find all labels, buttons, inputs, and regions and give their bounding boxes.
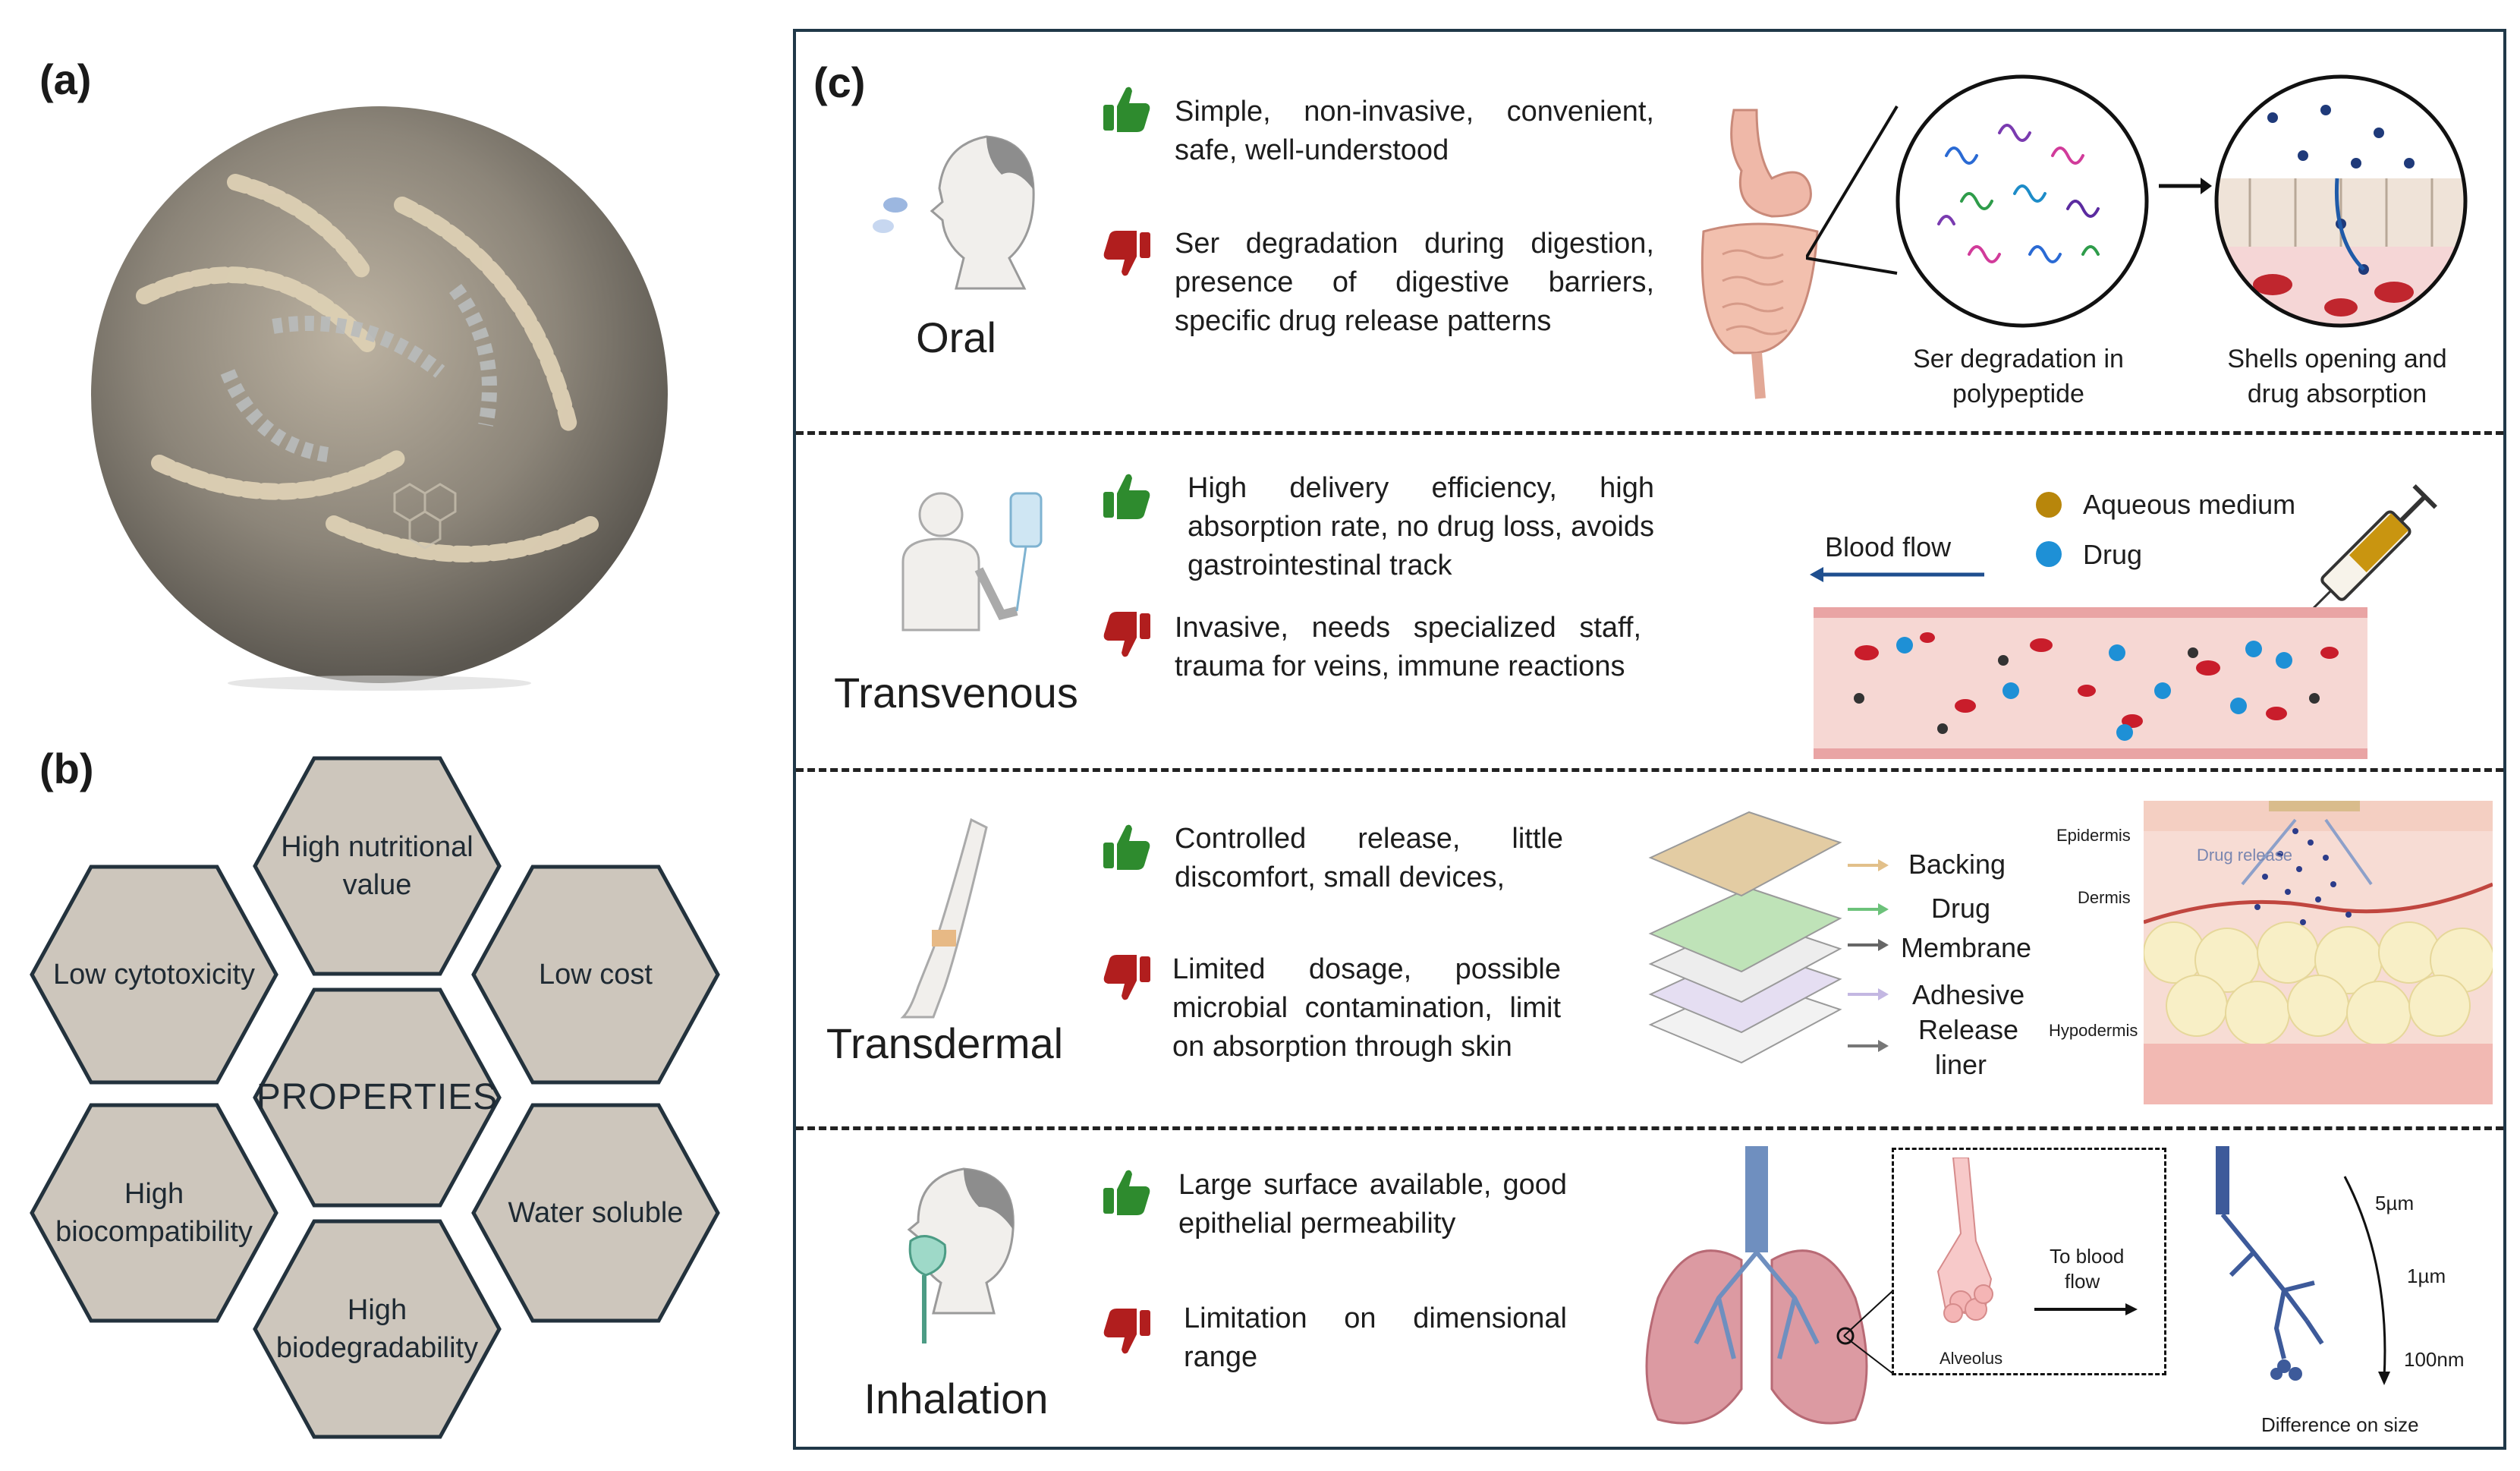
bronchi-size-illustration bbox=[2201, 1146, 2337, 1400]
arrow-icon bbox=[2159, 178, 2212, 194]
hex-properties-center: PROPERTIES bbox=[252, 987, 502, 1208]
label-b: (b) bbox=[39, 745, 94, 792]
skin-epidermis-label: Epidermis bbox=[2056, 826, 2131, 845]
oral-person-illustration bbox=[873, 129, 1047, 300]
lungs-illustration bbox=[1635, 1146, 1878, 1438]
oral-pro-text: Simple, non-invasive, convenient, safe, … bbox=[1175, 96, 1654, 166]
transvenous-person-illustration bbox=[880, 486, 1062, 641]
difference-on-size-label: Difference on size bbox=[2261, 1413, 2419, 1436]
hex-high-nutritional-value: High nutritional value bbox=[252, 755, 502, 977]
divider-2 bbox=[796, 768, 2503, 772]
transdermal-pro-text: Controlled release, little discomfort, s… bbox=[1175, 823, 1563, 893]
blood-vessel-illustration bbox=[1814, 607, 2367, 763]
divider-3 bbox=[796, 1126, 2503, 1130]
hex-label: Low cytotoxicity bbox=[52, 959, 256, 991]
route-title-transvenous: Transvenous bbox=[834, 669, 1078, 717]
inhalation-con-text: Limitation on dimensional range bbox=[1184, 1302, 1567, 1373]
thumbs-up-icon bbox=[1100, 469, 1153, 522]
alveolus-label: Alveolus bbox=[1940, 1349, 2003, 1368]
layer-backing: Backing bbox=[1908, 849, 2006, 880]
protein-nanoparticle-sphere bbox=[46, 99, 713, 691]
zoom-connector bbox=[1843, 1290, 1894, 1375]
hex-label: High biodegradability bbox=[275, 1294, 479, 1364]
hex-label: High nutritional value bbox=[281, 831, 473, 901]
inhalation-pro-text: Large surface available, good epithelial… bbox=[1178, 1169, 1567, 1239]
hex-label: High biocompatibility bbox=[55, 1178, 253, 1248]
hex-low-cost: Low cost bbox=[470, 864, 721, 1085]
skin-cross-section bbox=[2143, 801, 2495, 1108]
hex-label: Low cost bbox=[539, 959, 653, 991]
transdermal-con-text: Limited dosage, possible microbial conta… bbox=[1172, 953, 1561, 1063]
zoom-lines bbox=[1806, 105, 1899, 275]
transvenous-con-text: Invasive, needs specialized staff, traum… bbox=[1175, 612, 1641, 682]
thumbs-down-icon bbox=[1100, 952, 1153, 1005]
oral-caption-2: Shells opening and drug absorption bbox=[2227, 345, 2447, 408]
blood-flow-label: Blood flow bbox=[1825, 531, 1952, 562]
label-a: (a) bbox=[39, 55, 92, 103]
shells-opening-circle bbox=[2212, 72, 2470, 334]
hex-label: Water soluble bbox=[508, 1197, 684, 1229]
hex-label: PROPERTIES bbox=[256, 1077, 499, 1117]
divider-1 bbox=[796, 431, 2503, 435]
thumbs-down-icon bbox=[1100, 609, 1153, 662]
skin-hypodermis-label: Hypodermis bbox=[2049, 1021, 2138, 1040]
panel-c-frame bbox=[793, 29, 2506, 1450]
transvenous-pro-text: High delivery efficiency, high absorptio… bbox=[1188, 472, 1654, 581]
patch-layers-illustration bbox=[1643, 805, 1848, 1089]
layer-membrane: Membrane bbox=[1901, 932, 2032, 963]
hex-water-soluble: Water soluble bbox=[470, 1102, 721, 1324]
thumbs-up-icon bbox=[1100, 820, 1153, 873]
hex-high-biocompatibility: High biocompatibility bbox=[29, 1102, 279, 1324]
size-5um: 5µm bbox=[2375, 1192, 2415, 1214]
label-c: (c) bbox=[813, 58, 866, 106]
route-title-inhalation: Inhalation bbox=[864, 1375, 1049, 1422]
hex-low-cytotoxicity: Low cytotoxicity bbox=[29, 864, 279, 1085]
polypeptide-degradation-circle bbox=[1893, 72, 2151, 334]
size-scale-arrow bbox=[2343, 1176, 2390, 1385]
digestive-tract-illustration bbox=[1681, 102, 1848, 410]
layer-liner: liner bbox=[1935, 1049, 1987, 1080]
to-blood-label: To blood bbox=[2050, 1245, 2125, 1268]
oral-con-text: Ser degradation during digestion, presen… bbox=[1175, 228, 1654, 337]
layer-arrows bbox=[1848, 859, 1889, 1052]
legend-aqueous-medium: Aqueous medium bbox=[2083, 489, 2296, 520]
layer-release: Release bbox=[1918, 1014, 2019, 1045]
flow-label: flow bbox=[2065, 1270, 2100, 1293]
thumbs-up-icon bbox=[1100, 1165, 1153, 1218]
size-1um: 1µm bbox=[2407, 1265, 2446, 1287]
drug-release-label: Drug release bbox=[2197, 846, 2292, 865]
layer-drug: Drug bbox=[1931, 893, 1991, 924]
route-title-transdermal: Transdermal bbox=[826, 1019, 1064, 1067]
skin-dermis-label: Dermis bbox=[2078, 888, 2131, 907]
thumbs-up-icon bbox=[1100, 82, 1153, 135]
aqueous-medium-dot bbox=[2036, 492, 2062, 518]
thumbs-down-icon bbox=[1100, 1306, 1153, 1359]
thumbs-down-icon bbox=[1100, 228, 1153, 281]
syringe-illustration bbox=[2284, 463, 2459, 641]
hex-high-biodegradability: High biodegradability bbox=[252, 1218, 502, 1440]
route-title-oral: Oral bbox=[916, 313, 996, 361]
blood-flow-arrow-icon bbox=[1810, 567, 1984, 582]
transdermal-arm-illustration bbox=[888, 812, 1002, 1028]
inhalation-person-illustration bbox=[880, 1161, 1032, 1362]
alveolus-zoom-box: Alveolus To blood flow bbox=[1892, 1148, 2166, 1375]
drug-dot bbox=[2036, 541, 2062, 567]
layer-adhesive: Adhesive bbox=[1912, 979, 2025, 1010]
legend-drug: Drug bbox=[2083, 539, 2143, 570]
size-100nm: 100nm bbox=[2404, 1348, 2465, 1371]
oral-caption-1: Ser degradation in polypeptide bbox=[1913, 345, 2124, 408]
